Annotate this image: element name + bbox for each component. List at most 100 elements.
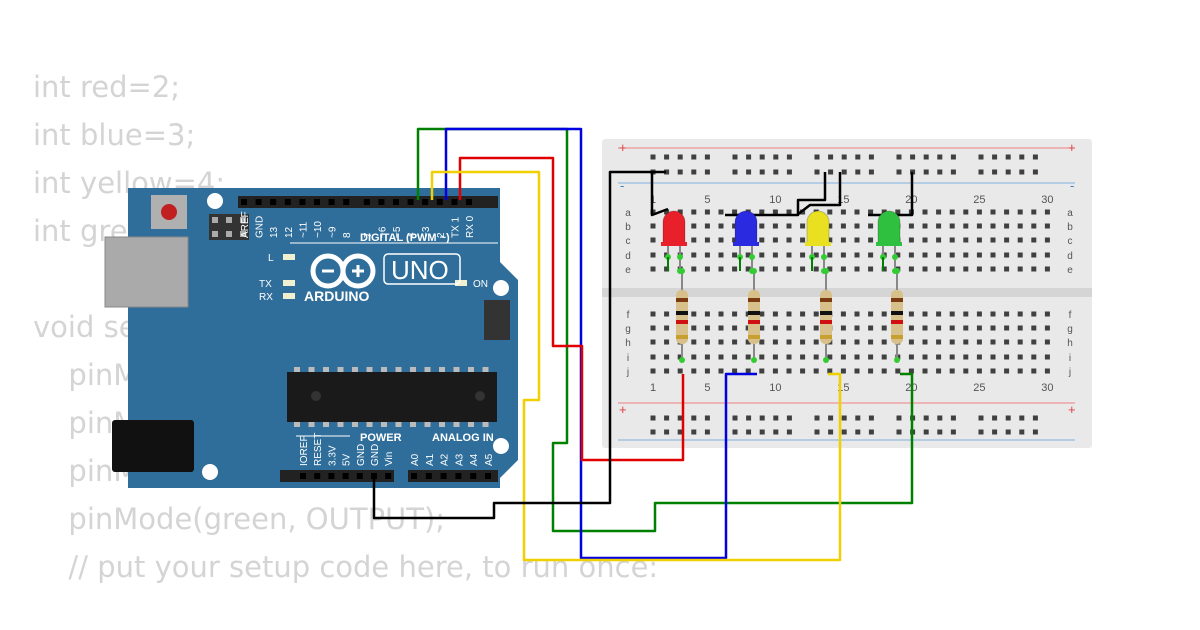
led-tx bbox=[283, 280, 295, 286]
wire-yellow bbox=[430, 170, 842, 562]
arduino-logo-icon bbox=[310, 253, 376, 289]
digital-pin-label: 4 bbox=[407, 232, 418, 238]
code-line: // put your setup code here, to run once… bbox=[50, 550, 659, 584]
rail-plus-label: + bbox=[1068, 140, 1076, 155]
rail-minus-label: - bbox=[620, 178, 624, 193]
row-letter: g bbox=[625, 324, 631, 335]
analog-header-label: ANALOG IN bbox=[432, 432, 494, 444]
digital-pin-label: 7 bbox=[363, 232, 374, 238]
row-letter: h bbox=[625, 338, 631, 349]
digital-pin-label: TX 1 bbox=[450, 216, 461, 238]
wire-black-gnd bbox=[372, 170, 666, 520]
row-letter: e bbox=[625, 265, 631, 276]
resistor[interactable] bbox=[820, 268, 832, 363]
power-jack bbox=[112, 420, 194, 472]
row-letter: c bbox=[1068, 236, 1073, 247]
power-pin-label: GND bbox=[356, 444, 367, 466]
led-green[interactable] bbox=[876, 210, 902, 274]
analog-header bbox=[408, 470, 498, 482]
digital-pin-label: 8 bbox=[342, 232, 353, 238]
column-number: 5 bbox=[704, 382, 710, 394]
led-on-label: ON bbox=[473, 279, 488, 290]
power-pin-label: Vin bbox=[384, 452, 395, 466]
led-red[interactable] bbox=[661, 210, 687, 274]
led-yellow[interactable] bbox=[805, 210, 831, 274]
analog-pin-label: A4 bbox=[469, 453, 480, 466]
digital-pin-label: 13 bbox=[269, 226, 280, 238]
power-header-label: POWER bbox=[360, 432, 402, 444]
led-on bbox=[455, 280, 467, 286]
digital-pin-label: ~3 bbox=[421, 226, 432, 238]
row-letter: i bbox=[627, 353, 629, 364]
power-pin-label: 5V bbox=[342, 453, 353, 466]
led-l-label: L bbox=[268, 253, 274, 264]
wire-blue bbox=[444, 127, 757, 560]
resistor[interactable] bbox=[748, 268, 760, 363]
column-number: 30 bbox=[1041, 194, 1053, 206]
reset-button-cap[interactable] bbox=[161, 204, 177, 220]
column-number: 10 bbox=[769, 382, 781, 394]
resistor[interactable] bbox=[676, 268, 688, 363]
led-blue[interactable] bbox=[733, 210, 759, 274]
row-letter: b bbox=[1067, 222, 1073, 233]
mounting-hole bbox=[207, 193, 223, 209]
row-letter: j bbox=[1068, 367, 1071, 378]
mounting-hole bbox=[493, 280, 509, 296]
column-number: 30 bbox=[1041, 382, 1053, 394]
row-letter: d bbox=[625, 251, 631, 262]
led-rx bbox=[283, 293, 295, 299]
digital-pin-label: ~5 bbox=[392, 226, 403, 238]
resistors[interactable] bbox=[676, 268, 903, 363]
analog-pin-label: A2 bbox=[440, 453, 451, 466]
row-letter: j bbox=[626, 367, 629, 378]
mounting-hole bbox=[202, 464, 218, 480]
code-line: int red=2; bbox=[33, 70, 181, 104]
wires[interactable] bbox=[372, 127, 914, 562]
analog-pin-label: A1 bbox=[425, 453, 436, 466]
resistor[interactable] bbox=[891, 268, 903, 363]
icsp-header-right bbox=[484, 300, 510, 340]
row-letter: h bbox=[1067, 338, 1073, 349]
led-tx-label: TX bbox=[259, 279, 272, 290]
rail-minus-label: - bbox=[1070, 178, 1074, 193]
wire-black-blue-led bbox=[725, 172, 827, 217]
column-number: 10 bbox=[769, 194, 781, 206]
analog-pin-label: A5 bbox=[484, 453, 495, 466]
power-pin-label: GND bbox=[370, 444, 381, 466]
column-number: 25 bbox=[973, 382, 985, 394]
wire-black-red-led bbox=[650, 172, 669, 217]
row-letter: e bbox=[1067, 265, 1073, 276]
power-pin-label: 3.3V bbox=[327, 445, 338, 466]
digital-pin-label: ~11 bbox=[298, 221, 309, 238]
row-letter: c bbox=[626, 236, 631, 247]
rail-plus-label: + bbox=[619, 402, 627, 417]
leds[interactable] bbox=[661, 210, 902, 274]
row-letter: i bbox=[1069, 353, 1071, 364]
digital-pin-label: ~9 bbox=[328, 226, 339, 238]
row-letter: f bbox=[627, 310, 630, 321]
column-number: 1 bbox=[650, 382, 656, 394]
row-letter: d bbox=[1067, 251, 1073, 262]
wire-black-yellow-led bbox=[796, 172, 842, 216]
mounting-hole bbox=[493, 438, 509, 454]
led-l bbox=[283, 254, 295, 260]
analog-pin-label: A3 bbox=[454, 453, 465, 466]
model-name: UNO bbox=[391, 255, 449, 285]
rail-plus-label: + bbox=[619, 140, 627, 155]
digital-pin-label: 2 bbox=[436, 232, 447, 238]
led-rx-label: RX bbox=[259, 292, 273, 303]
power-header bbox=[280, 470, 394, 482]
row-letter: b bbox=[625, 222, 631, 233]
digital-pin-label: GND bbox=[255, 216, 266, 238]
row-letter: g bbox=[1067, 324, 1073, 335]
power-pin-label: IOREF bbox=[299, 435, 310, 466]
row-letter: f bbox=[1069, 310, 1072, 321]
